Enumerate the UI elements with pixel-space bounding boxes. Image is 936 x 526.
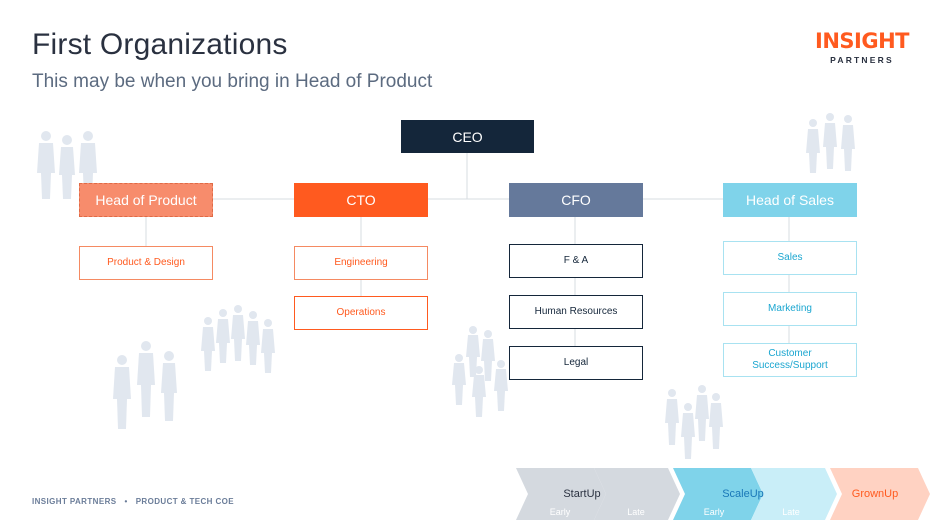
stage-arrows [516, 468, 930, 520]
customer-success-box: Customer Success/Support [723, 343, 857, 377]
stage-startup-late-label: Late [627, 507, 645, 517]
footer-company: INSIGHT PARTNERS [32, 497, 117, 506]
cfo-box: CFO [509, 183, 643, 217]
stage-scaleup-late-label: Late [782, 507, 800, 517]
engineering-box: Engineering [294, 246, 428, 280]
stage-scaleup-early-arrow [673, 468, 763, 520]
stage-scaleup-early-label: Early [703, 507, 725, 517]
cto-label: CTO [346, 192, 376, 208]
head-of-product-label: Head of Product [95, 192, 197, 208]
logo-subtext: PARTNERS [830, 55, 894, 65]
insight-partners-logo: INSIGHT PARTNERS [812, 30, 912, 65]
fa-box: F & A [509, 244, 643, 278]
people-silhouettes [37, 113, 855, 459]
operations-label: Operations [336, 307, 386, 318]
product-design-box: Product & Design [79, 246, 213, 280]
sales-label: Sales [777, 252, 803, 263]
product-design-label: Product & Design [107, 257, 185, 268]
legal-box: Legal [509, 346, 643, 380]
page-subtitle: This may be when you bring in Head of Pr… [32, 71, 433, 92]
legal-label: Legal [563, 357, 589, 368]
cto-box: CTO [294, 183, 428, 217]
engineering-label: Engineering [334, 257, 388, 268]
logo-wordmark: INSIGHT [815, 29, 909, 53]
footer-dept: PRODUCT & TECH COE [135, 497, 235, 506]
fa-label: F & A [563, 255, 589, 266]
sales-box: Sales [723, 241, 857, 275]
stage-grownup-label: GrownUp [851, 488, 899, 500]
human-resources-label: Human Resources [534, 306, 618, 317]
footer-separator: • [124, 497, 128, 506]
stage-grownup-arrow [830, 468, 930, 520]
stage-scaleup-label: ScaleUp [722, 488, 764, 500]
human-resources-box: Human Resources [509, 295, 643, 329]
page-title: First Organizations [32, 28, 288, 61]
marketing-box: Marketing [723, 292, 857, 326]
head-of-sales-box: Head of Sales [723, 183, 857, 217]
stage-startup-label: StartUp [563, 488, 601, 500]
ceo-label: CEO [452, 128, 483, 145]
stage-startup-early-arrow [516, 468, 606, 520]
head-of-product-box: Head of Product [79, 183, 213, 217]
cfo-label: CFO [561, 192, 591, 208]
ceo-box: CEO [401, 120, 534, 153]
stage-startup-early-label: Early [549, 507, 571, 517]
customer-success-label: Customer Success/Support [752, 348, 828, 371]
footer: INSIGHT PARTNERS • PRODUCT & TECH COE [32, 497, 234, 506]
operations-box: Operations [294, 296, 428, 330]
head-of-sales-label: Head of Sales [746, 192, 834, 208]
stage-startup-late-arrow [594, 468, 680, 520]
stage-scaleup-late-arrow [751, 468, 837, 520]
marketing-label: Marketing [768, 303, 812, 314]
